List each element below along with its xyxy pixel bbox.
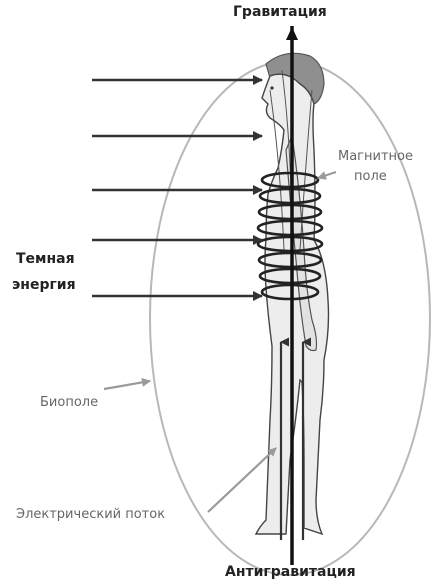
- gravity-arrowhead: [286, 27, 298, 40]
- magnetic-field-label-line1: Магнитное: [338, 149, 413, 164]
- gravity-label: Гравитация: [233, 4, 327, 20]
- eye-mark: [270, 86, 273, 89]
- biofield-pointer-arrow: [104, 381, 150, 389]
- dark-energy-label-line1: Темная: [16, 251, 75, 267]
- magnetic-pointer-arrow: [318, 172, 336, 178]
- electric-pointer-arrow: [208, 448, 276, 512]
- dark-energy-label-line2: энергия: [12, 277, 76, 293]
- antigravity-label: Антигравитация: [225, 564, 356, 580]
- electric-flow-label: Электрический поток: [16, 507, 165, 522]
- magnetic-field-label-line2: поле: [354, 169, 387, 184]
- biofield-label: Биополе: [40, 395, 98, 410]
